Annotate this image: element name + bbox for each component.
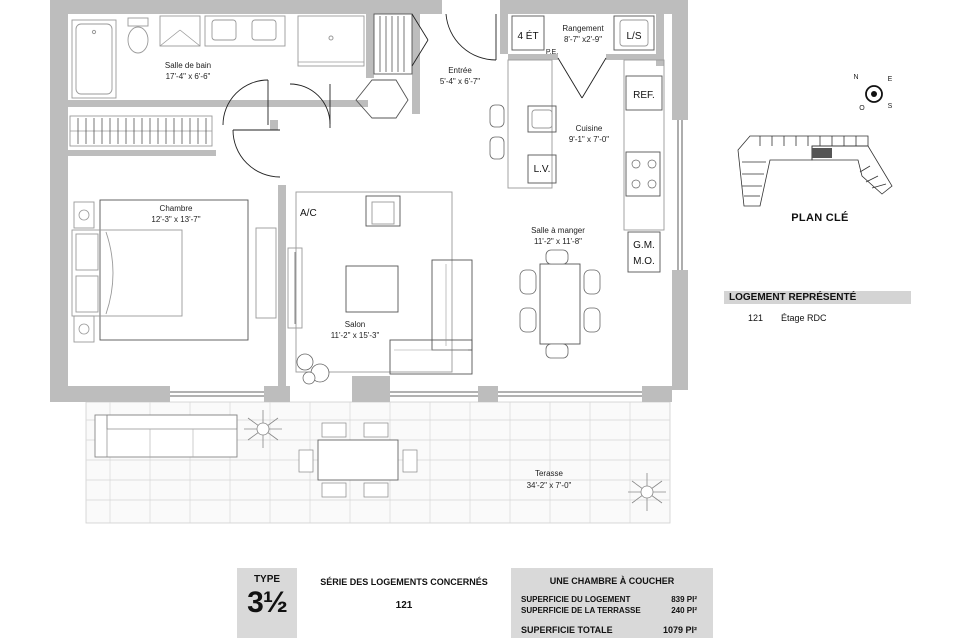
unit-area-label: SUPERFICIE DU LOGEMENT — [521, 595, 631, 604]
kitchen: L.V. REF. G.M. M.O. Cuisine 9'-1" x 7'-0… — [489, 59, 665, 273]
bedroom-closet — [69, 115, 213, 147]
water-heater-label: 4 ÉT — [517, 29, 538, 42]
entrance-dim: 5'-4" x 6'-7" — [440, 77, 480, 86]
terrace: Terasse 34'-2" x 7'-0" — [85, 401, 671, 524]
unit-area-value: 839 PI² — [671, 595, 697, 604]
interior-walls — [68, 14, 664, 390]
terrace-sofa — [94, 414, 238, 458]
bedroom: Chambre 12'-3" x 13'-7" — [71, 199, 277, 343]
entrance-label: Entrée — [448, 66, 472, 75]
keyplan-title: PLAN CLÉ — [791, 212, 849, 224]
series-title: SÉRIE DES LOGEMENTS CONCERNÉS — [320, 577, 488, 587]
series-units: 121 — [395, 600, 413, 611]
represented-unit-header: LOGEMENT REPRÉSENTÉ — [724, 291, 911, 304]
second-door — [289, 83, 331, 128]
bathtub — [71, 19, 117, 99]
fridge-label: REF. — [633, 90, 655, 101]
living-dim: 11'-2" x 15'-3" — [331, 331, 380, 340]
bathroom-dim: 17'-4" x 6'-6" — [166, 72, 211, 81]
bedroom-label: Chambre — [160, 204, 193, 213]
living-plant — [296, 353, 330, 385]
vanity-double — [204, 15, 286, 47]
terrace-label: Terasse — [535, 469, 564, 478]
unit-area-row: SUPERFICIE DU LOGEMENT 839 PI² — [521, 595, 703, 604]
compass-e: E — [888, 76, 893, 83]
dining-label: Salle à manger — [531, 226, 585, 235]
series-box: SÉRIE DES LOGEMENTS CONCERNÉS 121 — [299, 568, 509, 638]
total-area-value: 1079 PI² — [662, 625, 697, 635]
washer-dryer-label: L/S — [626, 31, 641, 42]
kitchen-dim: 9'-1" x 7'-0" — [569, 135, 609, 144]
storage-dim: 8'-7" x2'-9" — [564, 35, 602, 44]
living: A/C Salon 11'-2" x 15'-3" — [287, 191, 473, 385]
dishwasher-label: L.V. — [534, 164, 551, 175]
type-box: TYPE 3½ — [237, 568, 297, 638]
type-label: TYPE — [253, 574, 281, 585]
terrace-area-label: SUPERFICIE DE LA TERRASSE — [521, 606, 641, 615]
compass-s: S — [888, 103, 893, 110]
microwave-label-top: G.M. — [633, 240, 655, 251]
area-box: UNE CHAMBRE À COUCHER SUPERFICIE DU LOGE… — [511, 568, 713, 638]
terrace-dim: 34'-2" x 7'-0" — [527, 481, 572, 490]
compass: N E S O — [853, 74, 892, 112]
bedroom-door — [232, 129, 281, 178]
storage-door — [557, 57, 607, 99]
compass-o: O — [859, 105, 865, 112]
terrace-area-row: SUPERFICIE DE LA TERRASSE 240 PI² — [521, 606, 703, 615]
type-value: 3½ — [247, 586, 288, 619]
toilet — [127, 17, 149, 54]
bedroom-count-title: UNE CHAMBRE À COUCHER — [549, 576, 675, 586]
compass-n: N — [853, 74, 858, 81]
total-area-label: SUPERFICIE TOTALE — [521, 625, 613, 635]
terrace-area-value: 240 PI² — [671, 606, 697, 615]
bath-cabinet — [159, 15, 201, 47]
dining-dim: 11'-2" x 11'-8" — [534, 237, 582, 246]
total-area-row: SUPERFICIE TOTALE 1079 PI² — [521, 625, 703, 635]
unit-info-panel: TYPE 3½ SÉRIE DES LOGEMENTS CONCERNÉS 12… — [237, 568, 713, 638]
key-plan — [737, 135, 893, 207]
shower — [297, 15, 365, 67]
ac-label: A/C — [300, 208, 317, 219]
kitchen-label: Cuisine — [576, 124, 603, 133]
pe-label: P.E. — [546, 49, 558, 56]
bathroom-label: Salle de bain — [165, 61, 211, 70]
living-label: Salon — [345, 320, 365, 329]
terrace-table — [298, 422, 418, 498]
terrace-plant-left — [244, 410, 282, 448]
bathroom-door — [222, 79, 269, 126]
exterior-walls — [50, 0, 688, 402]
microwave-label-bottom: M.O. — [633, 256, 655, 267]
storage: 4 ÉT L/S P.E. Rangement 8'-7" x2'-9" — [511, 15, 655, 56]
bedroom-dim: 12'-3" x 13'-7" — [151, 215, 200, 224]
entry-door — [445, 13, 497, 61]
dining: Salle à manger 11'-2" x 11'-8" — [519, 226, 601, 359]
storage-label: Rangement — [562, 24, 604, 33]
represented-unit-floor: Étage RDC — [781, 313, 827, 323]
closet-entrance — [355, 13, 429, 119]
terrace-plant-right — [628, 473, 666, 511]
represented-unit-number: 121 — [748, 313, 764, 323]
